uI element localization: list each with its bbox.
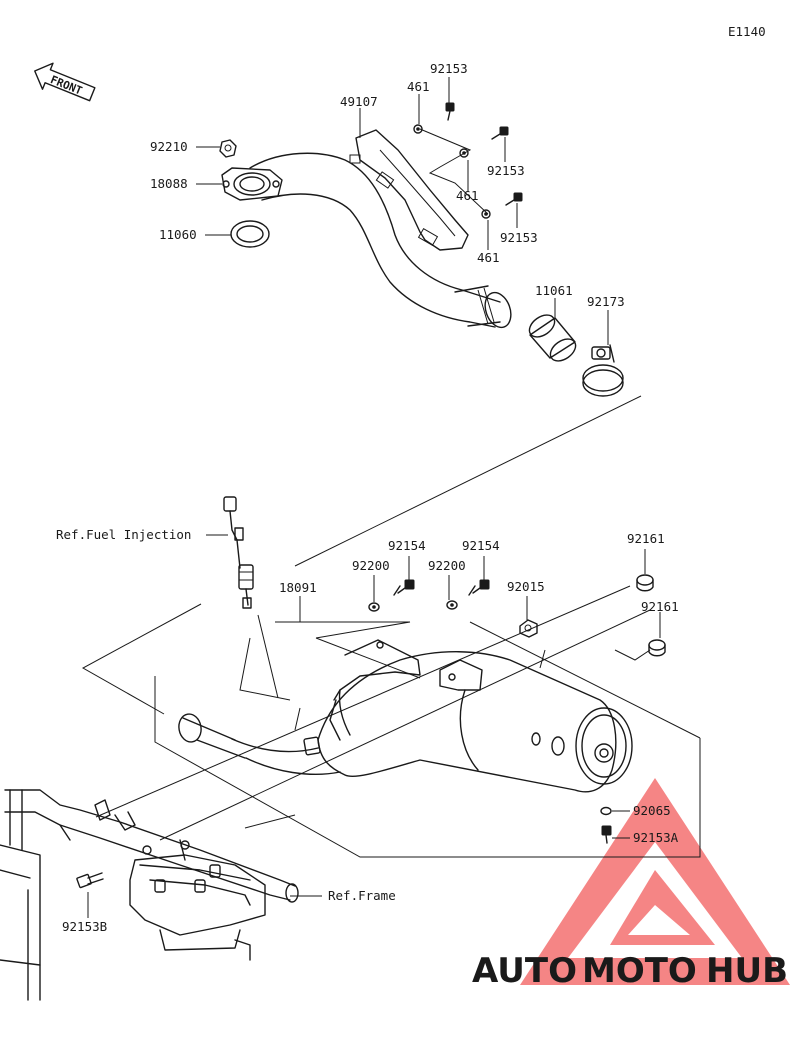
part-labels: 92153 461 49107 92153 461 92153 461 9221… (56, 61, 679, 934)
bolt-92154-b (468, 579, 490, 596)
label-92153A: 92153A (633, 830, 679, 845)
damper-92161-b (648, 639, 666, 657)
gasket-11061 (528, 314, 577, 362)
label-92210: 92210 (150, 139, 188, 154)
washer-92065 (600, 806, 612, 816)
watermark-auto: AUTO (472, 951, 577, 991)
bolt-92153B (76, 872, 104, 889)
damper-92161-a (636, 574, 654, 592)
label-49107: 49107 (340, 94, 378, 109)
label-92161-a: 92161 (627, 531, 665, 546)
flange-18088 (221, 167, 283, 201)
label-92153-top: 92153 (430, 61, 468, 76)
bolt-92153-low (505, 192, 523, 206)
label-92200-b: 92200 (428, 558, 466, 573)
washer-461-low (481, 209, 491, 219)
o2-sensor (206, 496, 254, 609)
washer-92200-a (368, 602, 380, 612)
label-92161-b: 92161 (641, 599, 679, 614)
gasket-11060 (230, 220, 270, 248)
label-92154-a: 92154 (388, 538, 426, 553)
label-18091: 18091 (279, 580, 317, 595)
front-arrow-icon: FRONT (34, 62, 96, 102)
label-92153B: 92153B (62, 919, 107, 934)
ref-fuel-injection: Ref.Fuel Injection (56, 527, 191, 542)
label-18088: 18088 (150, 176, 188, 191)
ref-frame: Ref.Frame (328, 888, 396, 903)
header-pipe (249, 152, 512, 329)
label-92200-a: 92200 (352, 558, 390, 573)
leader-lines-lower (81, 549, 701, 918)
label-11060: 11060 (159, 227, 197, 242)
label-461-mid: 461 (456, 188, 479, 203)
bolt-92153-mid (491, 126, 509, 140)
frame-ref (0, 789, 299, 1001)
bolt-92153-top (445, 102, 455, 121)
diagram-code: E1140 (728, 24, 766, 39)
watermark-hub: HUB (706, 951, 788, 991)
heat-guard-49107 (349, 129, 469, 251)
watermark-moto: MOTO (582, 951, 697, 991)
label-92153-mid: 92153 (487, 163, 525, 178)
nut-92210 (219, 139, 237, 158)
bolt-92153A (601, 825, 612, 844)
clamp-92173 (582, 344, 624, 397)
label-92154-b: 92154 (462, 538, 500, 553)
label-461-low: 461 (477, 250, 500, 265)
leader-lines-upper (196, 77, 642, 567)
label-92015: 92015 (507, 579, 545, 594)
label-11061: 11061 (535, 283, 573, 298)
label-92173: 92173 (587, 294, 625, 309)
label-92065: 92065 (633, 803, 671, 818)
watermark-text: AUTO MOTO HUB (472, 951, 788, 991)
watermark-logo (520, 778, 790, 985)
nut-92015 (519, 619, 538, 638)
washer-461-top (413, 124, 423, 134)
bolt-92154-a (393, 579, 415, 596)
label-461-top: 461 (407, 79, 430, 94)
washer-92200-b (446, 600, 458, 610)
label-92153-low: 92153 (500, 230, 538, 245)
